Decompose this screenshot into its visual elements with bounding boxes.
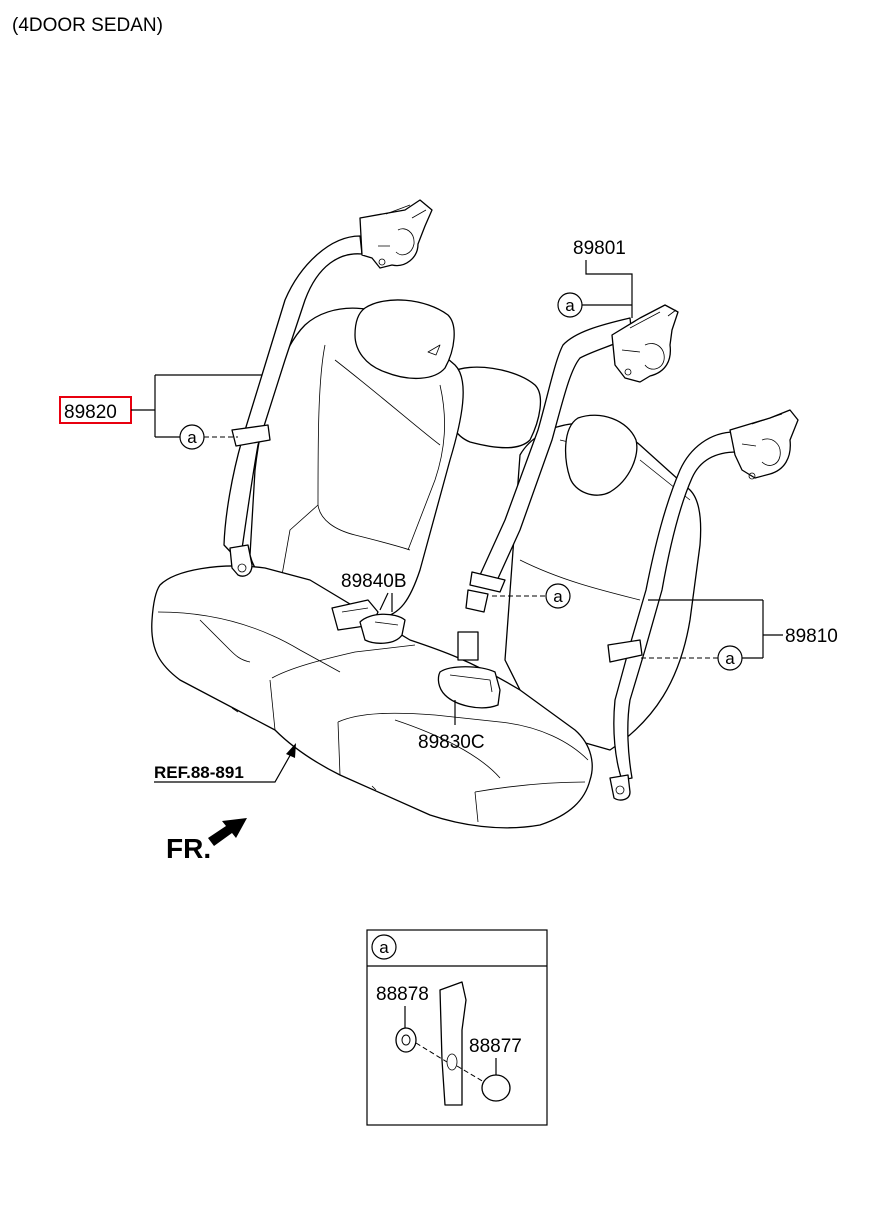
svg-text:a: a	[379, 938, 389, 957]
rear-seat-assembly	[151, 299, 702, 829]
right-belt-guide	[607, 639, 643, 663]
svg-text:a: a	[565, 296, 575, 315]
front-direction-arrow	[208, 818, 247, 846]
center-retractor	[611, 304, 679, 383]
label-88878[interactable]: 88878	[376, 984, 429, 1005]
variant-title: (4DOOR SEDAN)	[12, 15, 163, 36]
left-belt-anchor	[229, 544, 253, 577]
label-89801[interactable]: 89801	[573, 238, 626, 259]
center-latch	[457, 631, 479, 661]
right-retractor	[729, 409, 799, 479]
reference-arrowhead	[286, 743, 296, 758]
label-88877[interactable]: 88877	[469, 1036, 522, 1057]
buckle-left-assembly	[331, 599, 406, 644]
reference-label[interactable]: REF.88-891	[154, 763, 244, 782]
front-direction-label: FR.	[166, 833, 211, 864]
cap-88877-shape	[481, 1074, 511, 1102]
svg-text:a: a	[187, 428, 197, 447]
label-89830C[interactable]: 89830C	[418, 732, 485, 753]
svg-text:a: a	[725, 649, 735, 668]
svg-text:a: a	[553, 587, 563, 606]
center-tongue	[465, 571, 506, 613]
left-belt-guide	[231, 424, 271, 447]
detail-box-a: a 88878 88877	[366, 929, 548, 1126]
headrest-left	[354, 299, 455, 380]
headrest-right	[564, 414, 638, 496]
buckle-left-housing	[359, 613, 406, 644]
callout-a-center-top	[557, 292, 583, 318]
plug-88878-shape	[395, 1027, 417, 1053]
detail-callout-a	[371, 934, 397, 960]
buckle-center-shape	[437, 666, 501, 709]
label-89820[interactable]: 89820	[64, 402, 117, 423]
left-seat-belt	[223, 199, 433, 577]
label-89810[interactable]: 89810	[785, 626, 838, 647]
callout-a-center-tongue	[545, 583, 571, 609]
right-seat-belt	[607, 409, 799, 801]
right-belt-anchor	[609, 774, 631, 801]
pillar-trim	[439, 981, 467, 1106]
label-89840B[interactable]: 89840B	[341, 571, 407, 592]
center-seat-belt	[437, 304, 679, 709]
